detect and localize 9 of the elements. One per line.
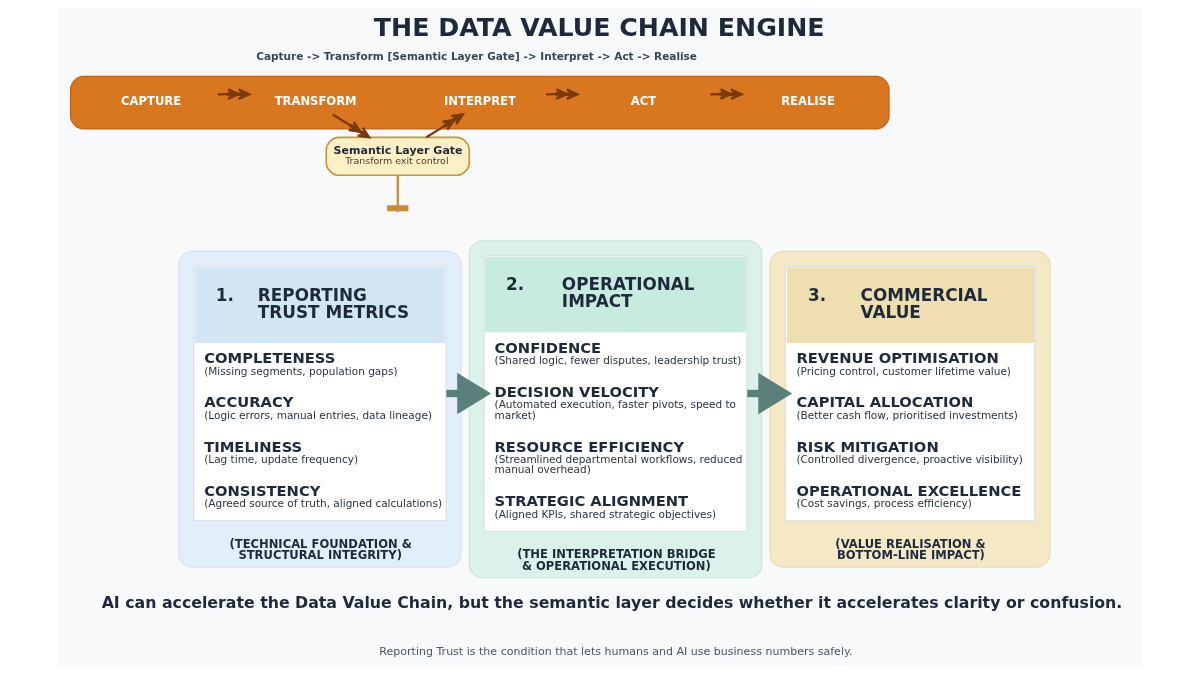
- label: Reporting Trust is the condition that lets humans and AI use business numbers safely.: [379, 644, 853, 658]
- node-text: CAPTURE: [121, 93, 182, 108]
- node-text: TRANSFORM: [274, 93, 357, 108]
- node-text: ACT: [630, 93, 657, 108]
- node-text: REALISE: [781, 93, 835, 108]
- node-text: INTERPRET: [444, 93, 516, 108]
- label: Capture -> Transform [Semantic Layer Gate] -> Interpret -> Act -> Realise: [256, 49, 697, 62]
- caption: AI can accelerate the Data Value Chain, but the semantic layer decides whether it accelerates clarity or confusion.: [101, 592, 1123, 612]
- diagram-title: THE DATA VALUE CHAIN ENGINE: [373, 12, 825, 42]
